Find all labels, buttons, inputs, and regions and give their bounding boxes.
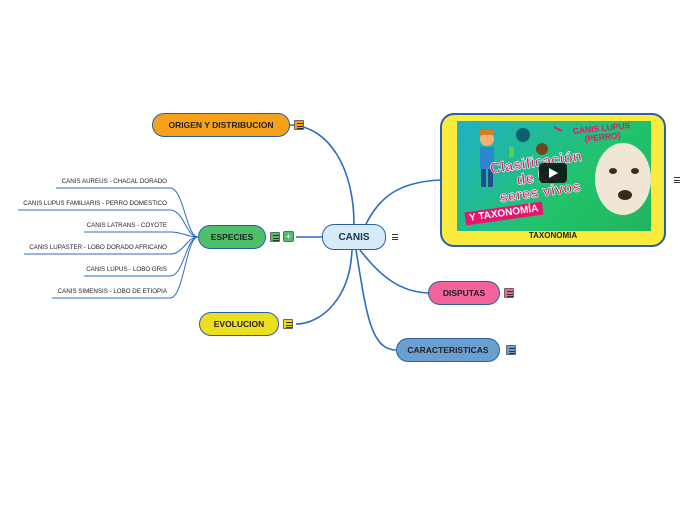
- link-species-5: [84, 236, 199, 277]
- species-leaf[interactable]: CANIS SIMENSIS - LOBO DE ETIOPIA: [57, 288, 167, 295]
- topic-label: ESPECIES: [210, 232, 254, 242]
- note-icon[interactable]: [672, 175, 682, 185]
- note-icon[interactable]: [283, 319, 293, 329]
- species-leaf[interactable]: CANIS LUPUS - LOBO GRIS: [86, 266, 167, 273]
- video-thumbnail[interactable]: CANIS LUPUS (PERRO) Clasificación de los…: [457, 121, 651, 231]
- species-leaf[interactable]: CANIS AUREUS - CHACAL DORADO: [61, 178, 167, 185]
- topic-label: EVOLUCION: [213, 319, 265, 329]
- play-icon: [549, 168, 558, 178]
- note-icon[interactable]: [390, 232, 400, 242]
- link-species-1: [56, 187, 199, 238]
- link-evolucion: [295, 249, 353, 325]
- topic-origen-y-distribucion[interactable]: ORIGEN Y DISTRIBUCION: [152, 113, 290, 137]
- link-taxonomia: [365, 179, 441, 225]
- topic-evolucion[interactable]: EVOLUCION: [199, 312, 279, 336]
- link-species-2: [18, 209, 199, 238]
- topic-label: TAXONOMIA: [528, 231, 578, 240]
- topic-taxonomia[interactable]: CANIS LUPUS (PERRO) Clasificación de los…: [440, 113, 666, 247]
- species-leaf[interactable]: CANIS LUPASTER - LOBO DORADO AFRICANO: [29, 244, 167, 251]
- topic-label: ORIGEN Y DISTRIBUCION: [168, 120, 274, 130]
- topic-especies[interactable]: ESPECIES: [198, 225, 266, 249]
- topic-label: DISPUTAS: [442, 288, 486, 298]
- play-button[interactable]: [539, 163, 567, 183]
- topic-caracteristicas[interactable]: CARACTERISTICAS: [396, 338, 500, 362]
- link-origen: [289, 124, 355, 225]
- species-leaf[interactable]: CANIS LUPUS FAMILIARIS - PERRO DOMESTICO: [23, 200, 167, 207]
- central-topic-canis[interactable]: CANIS: [322, 224, 386, 250]
- central-topic-label: CANIS: [338, 231, 370, 243]
- species-leaf[interactable]: CANIS LATRANS - COYOTE: [86, 222, 167, 229]
- link-disputas: [359, 249, 429, 294]
- note-icon[interactable]: [270, 232, 280, 242]
- note-icon[interactable]: [294, 120, 304, 130]
- note-icon[interactable]: [504, 288, 514, 298]
- topic-label: CARACTERISTICAS: [407, 345, 489, 355]
- note-icon[interactable]: [506, 345, 516, 355]
- attachment-icon[interactable]: +: [283, 231, 294, 242]
- topic-disputas[interactable]: DISPUTAS: [428, 281, 500, 305]
- link-caracteristicas: [355, 249, 397, 351]
- thumbnail-art: [480, 126, 651, 215]
- link-species-6: [52, 236, 199, 299]
- link-species-3: [84, 231, 199, 238]
